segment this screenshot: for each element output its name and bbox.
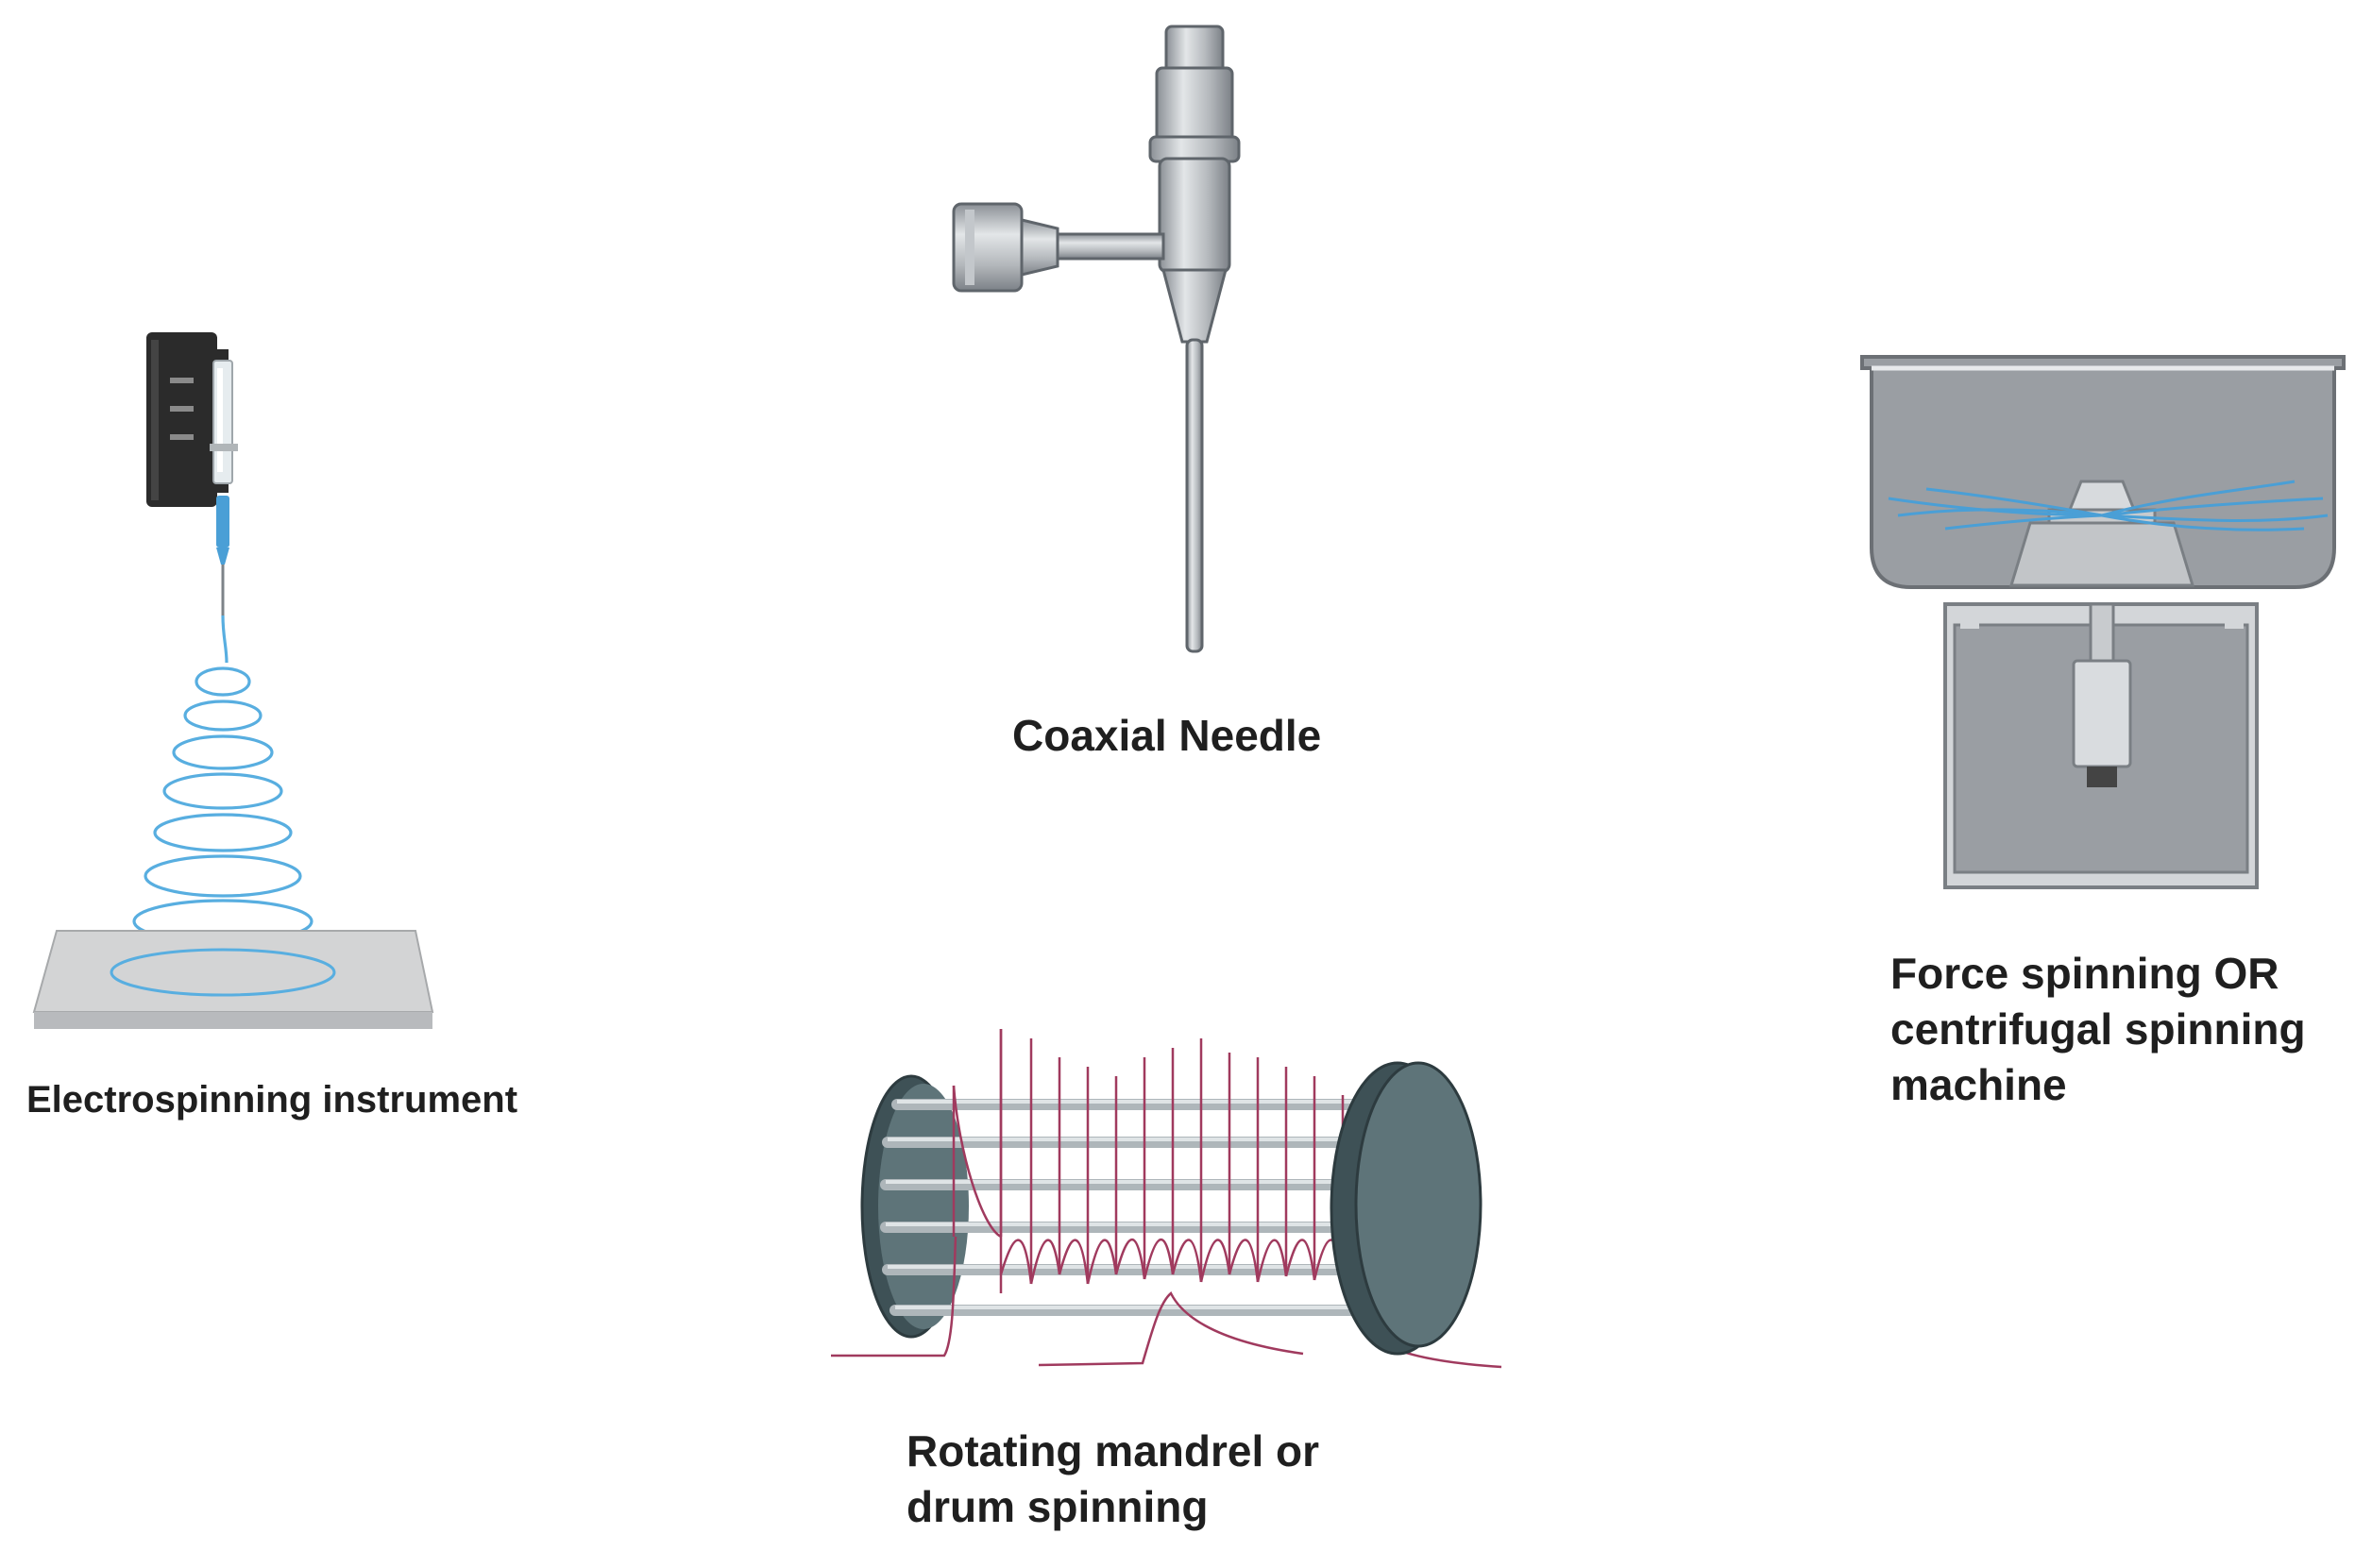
rotating-mandrel-label: Rotating mandrel or drum spinning — [906, 1426, 1320, 1531]
force-spinning-panel: Force spinning OR centrifugal spinning m… — [1851, 340, 2372, 1152]
centrifugal-fibers — [1888, 480, 2329, 531]
coaxial-needle-icon — [952, 25, 1241, 653]
force-spinning-machine-icon — [1860, 355, 2346, 889]
wound-fibers — [831, 1029, 1502, 1369]
rotating-mandrel-panel: Rotating mandrel or drum spinning — [812, 1001, 1530, 1558]
coaxial-needle-panel: Coaxial Needle — [906, 9, 1435, 784]
rotating-mandrel-icon — [831, 1029, 1502, 1369]
syringe-pump-icon — [146, 332, 238, 616]
electrospinning-illustration — [32, 332, 434, 1029]
collector-plate-icon — [32, 930, 434, 1029]
electrospinning-label: Electrospinning instrument — [26, 1079, 518, 1121]
electrospinning-panel: Electrospinning instrument — [0, 312, 548, 1161]
mandrel-rods — [880, 1099, 1384, 1316]
coaxial-needle-label: Coaxial Needle — [1012, 711, 1322, 760]
force-spinning-label: Force spinning OR centrifugal spinning m… — [1890, 949, 2306, 1109]
